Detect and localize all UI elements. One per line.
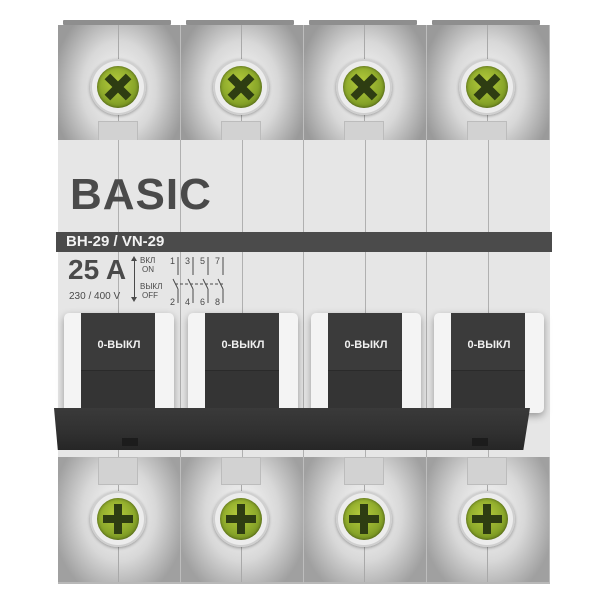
toggle-pole-2[interactable]: 0-ВЫКЛ xyxy=(188,313,298,423)
pole-4 xyxy=(427,20,550,584)
on-off-legend: ВКЛ ON ВЫКЛ OFF xyxy=(131,256,174,306)
svg-text:1: 1 xyxy=(170,256,175,266)
model-number: ВН-29 / VN-29 xyxy=(66,233,165,250)
svg-text:4: 4 xyxy=(185,297,190,307)
terminal-screw-icon[interactable] xyxy=(459,59,515,115)
voltage-rating: 230 / 400 V xyxy=(69,291,121,302)
lower-terminal-section xyxy=(427,457,550,584)
circuit-breaker: BASIC ВН-29 / VN-29 25 A 230 / 400 V ВКЛ… xyxy=(54,20,552,584)
top-strip xyxy=(63,20,171,25)
terminal-screw-icon[interactable] xyxy=(213,59,269,115)
svg-text:3: 3 xyxy=(185,256,190,266)
upper-terminal-section xyxy=(181,25,304,149)
svg-text:7: 7 xyxy=(215,256,220,266)
svg-text:6: 6 xyxy=(200,297,205,307)
upper-terminal-section xyxy=(58,25,181,149)
terminal-screw-icon[interactable] xyxy=(90,491,146,547)
terminal-clamp xyxy=(344,457,384,485)
toggle-pole-4[interactable]: 0-ВЫКЛ xyxy=(434,313,544,423)
terminal-clamp xyxy=(98,457,138,485)
pole-2 xyxy=(181,20,304,584)
terminal-screw-icon[interactable] xyxy=(336,59,392,115)
terminal-screw-icon[interactable] xyxy=(336,491,392,547)
toggle-pole-1[interactable]: 0-ВЫКЛ xyxy=(64,313,174,423)
svg-text:5: 5 xyxy=(200,256,205,266)
terminal-screw-icon[interactable] xyxy=(459,491,515,547)
front-panel: BASIC ВН-29 / VN-29 25 A 230 / 400 V ВКЛ… xyxy=(54,140,552,457)
toggle-pole-3[interactable]: 0-ВЫКЛ xyxy=(311,313,421,423)
bar-notch xyxy=(122,438,138,446)
terminal-screw-icon[interactable] xyxy=(90,59,146,115)
current-rating: 25 A xyxy=(68,254,127,285)
terminal-clamp xyxy=(221,457,261,485)
pole-3 xyxy=(304,20,427,584)
svg-text:8: 8 xyxy=(215,297,220,307)
svg-text:2: 2 xyxy=(170,297,175,307)
upper-terminal-section xyxy=(427,25,550,149)
lower-terminal-section xyxy=(181,457,304,584)
lower-terminal-section xyxy=(304,457,427,584)
brand-logo: BASIC xyxy=(70,170,212,219)
bar-notch xyxy=(472,438,488,446)
lower-terminal-section xyxy=(58,457,181,584)
upper-terminal-section xyxy=(304,25,427,149)
terminal-clamp xyxy=(467,457,507,485)
model-label-bar: ВН-29 / VN-29 xyxy=(56,232,552,252)
up-down-arrow-icon xyxy=(131,256,137,302)
terminal-screw-icon[interactable] xyxy=(213,491,269,547)
